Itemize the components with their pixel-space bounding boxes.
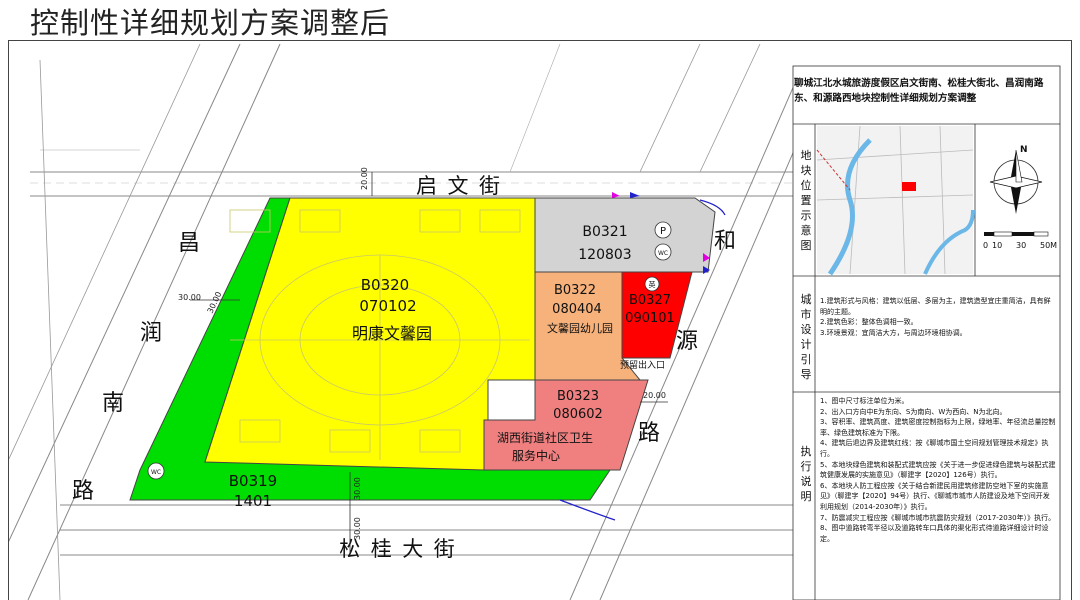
toilet-symbol: 英 (644, 276, 660, 292)
sheet-title: 聊城江北水城旅游度假区启文街南、松桂大街北、昌润南路东、和源路西地块控制性详细规… (794, 78, 1044, 104)
entrance-arrow-marker (612, 192, 620, 198)
notes-label: 执行说明 (800, 445, 812, 503)
road-linework (9, 43, 793, 600)
parcel-b0322-use: 080404 (552, 302, 602, 317)
parcel-b0322-kindergarten (534, 271, 642, 381)
street-west-char: 南 (102, 391, 124, 416)
dimension-lines (190, 172, 668, 555)
parcel-b0323-code: B0323 (557, 389, 599, 404)
wc-symbol-west: WC (147, 462, 165, 480)
parcel-b0321-code: B0321 (582, 224, 627, 240)
guidance-item: 2.建筑色彩：整体色调相一致。 (820, 318, 918, 327)
street-west: 昌润南路 (72, 231, 200, 504)
notes-list: 1、图中尺寸标注单位为米。 2、出入口方向中E为东向、S为南向、W为西向、N为北向… (820, 396, 1056, 544)
note-item: 3、容积率、建筑高度、建筑密度控制指标为上限，绿地率、年径流总量控制率、绿色建筑… (820, 418, 1056, 437)
parcel-b0320-use: 070102 (359, 297, 416, 315)
dim-south-b: 30.00 (353, 517, 362, 540)
svg-text:WC: WC (658, 250, 668, 257)
wc-symbol-east: WC (654, 243, 672, 261)
note-item: 8、图中道路转弯半径以及道路转车口具体的渠化形式待道路详细设计时设定。 (820, 524, 1049, 543)
street-west-char: 润 (140, 321, 162, 346)
street-west-char: 路 (72, 479, 94, 504)
parcel-b0321-use: 120803 (578, 247, 631, 263)
guidance-item: 1.建筑形式与风格：建筑以低层、多层为主，建筑造型宜庄重简洁，具有鲜明的主题。 (820, 297, 1051, 316)
drawing-frame (8, 40, 1072, 600)
street-east-char: 路 (638, 421, 660, 446)
note-item: 1、图中尺寸标注单位为米。 (820, 397, 909, 405)
dim-west-a: 30.00 (178, 293, 201, 302)
parcel-b0320-name: 明康文馨园 (352, 324, 432, 343)
guidance-item: 3.环境景观：宜简洁大方，与周边环境相协调。 (820, 328, 967, 337)
svg-text:WC: WC (151, 469, 161, 476)
entrance-arrow-marker (630, 192, 640, 198)
entrance-arrow-marker (703, 266, 710, 274)
parcel-b0323-name-line2: 服务中心 (512, 448, 560, 463)
parcel-b0319-code: B0319 (229, 472, 277, 490)
location-label: 地块位置示意图 (800, 149, 812, 252)
street-north: 启 文 街 (416, 174, 500, 198)
parcel-b0323-health-center (483, 379, 649, 471)
svg-text:英: 英 (649, 280, 656, 289)
parcel-b0319-use: 1401 (234, 492, 272, 510)
note-item: 2、出入口方向中E为东向、S为南向、W为西向、N为北向。 (820, 407, 1007, 416)
note-item: 5、本地块绿色建筑和装配式建筑应按《关于进一步促进绿色建筑与装配式建筑健康发展的… (820, 460, 1056, 480)
street-west-char: 昌 (178, 231, 200, 256)
parcel-b0327-code: B0327 (629, 293, 671, 308)
entrance-arrow-marker (703, 253, 710, 262)
note-item: 6、本地块人防工程应按《关于结合新建民用建筑修建防空地下室的实施意见》（聊建字【… (820, 481, 1050, 511)
guidance-label: 城市设计引导 (800, 293, 812, 381)
dim-south-a: 30.00 (353, 477, 362, 500)
parcel-b0327-use: 090101 (625, 311, 675, 326)
dim-north: 20.00 (360, 167, 369, 190)
parcel-b0322-name: 文馨园幼儿园 (547, 321, 613, 335)
parking-symbol: P (654, 221, 672, 239)
parcel-b0327-public-service (621, 271, 693, 359)
parcel-b0323-name-line1: 湖西街道社区卫生 (497, 430, 593, 445)
parcel-b0320-code: B0320 (361, 276, 409, 294)
parcel-b0323-use: 080602 (553, 407, 603, 422)
street-east-char: 源 (676, 329, 698, 354)
site-layout-sketch (229, 209, 530, 460)
guidance-list: 1.建筑形式与风格：建筑以低层、多层为主，建筑造型宜庄重简洁，具有鲜明的主题。 2… (820, 296, 1056, 338)
street-east-char: 和 (714, 229, 736, 254)
note-item: 4、建筑后退边界及建筑红线：按《聊城市国土空间规划管理技术规定》执行。 (820, 439, 1049, 458)
road-curve-marker (559, 499, 616, 521)
parcel-b0322-code: B0322 (554, 283, 596, 298)
svg-text:P: P (660, 226, 666, 237)
street-south: 松 桂 大 街 (339, 537, 455, 561)
dim-east: 20.00 (643, 391, 666, 400)
note-item: 7、防震减灾工程应按《聊城市城市抗震防灾规划（2017-2030年）》执行。 (820, 513, 1056, 522)
reserved-entrance-label: 预留出入口 (620, 359, 665, 371)
road-curve-marker (699, 199, 726, 216)
street-east: 和源路 (638, 229, 736, 446)
page-title: 控制性详细规划方案调整后 (30, 6, 391, 40)
